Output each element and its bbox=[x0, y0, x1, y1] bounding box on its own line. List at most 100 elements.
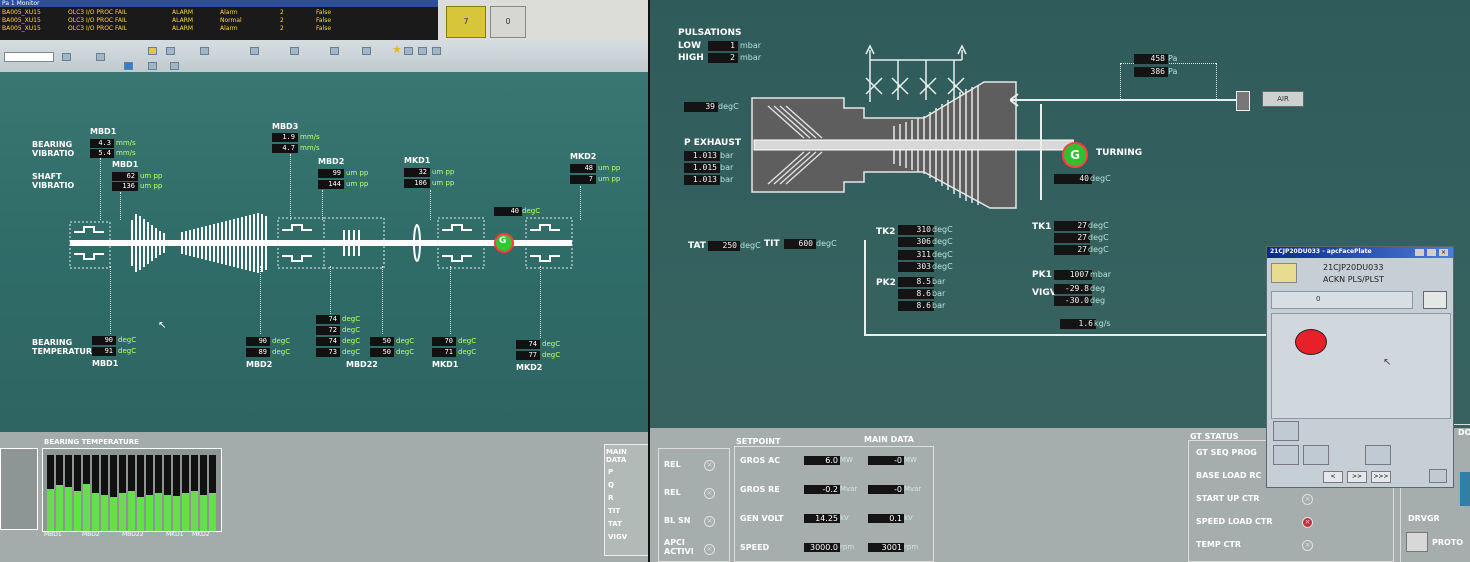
popup-cursor-icon: ↖ bbox=[1383, 357, 1392, 368]
flow-unit: kg/s bbox=[1094, 319, 1111, 328]
main-data-unit: MW bbox=[904, 456, 917, 464]
bearing-temp-bar-fill bbox=[119, 493, 126, 531]
alarm-tag: BA005_XU15 bbox=[2, 25, 41, 32]
high-label: HIGH bbox=[678, 53, 704, 63]
alarm-reset-button[interactable]: 0 bbox=[490, 6, 526, 38]
degc-unit: degC bbox=[932, 225, 953, 234]
toolbar-btn-10[interactable] bbox=[404, 47, 413, 55]
toolbar-btn-3[interactable] bbox=[148, 47, 157, 55]
minimize-icon[interactable] bbox=[1415, 249, 1424, 256]
generator-icon-left[interactable]: G bbox=[499, 236, 507, 246]
toolbar: ★ bbox=[0, 40, 648, 72]
popup-field[interactable]: 0 bbox=[1271, 291, 1413, 309]
rotor-shaft-diagram bbox=[69, 213, 573, 273]
gt-status-indicator-icon[interactable]: × bbox=[1302, 540, 1313, 551]
mbar-unit: mbar bbox=[740, 41, 762, 50]
bearing-temp-bar bbox=[92, 455, 99, 531]
popup-nav-next[interactable]: >>> bbox=[1371, 471, 1391, 483]
toolbar-btn-13[interactable] bbox=[124, 62, 133, 70]
generator-icon[interactable]: G bbox=[1062, 142, 1088, 168]
generator-label: G bbox=[1070, 148, 1080, 162]
bearing-temperature-label: BEARING TEMPERATUR bbox=[32, 338, 93, 356]
status-indicator-icon[interactable]: × bbox=[704, 544, 715, 555]
far-right-label: DO bbox=[1458, 428, 1470, 437]
toolbar-btn-4[interactable] bbox=[166, 47, 175, 55]
trend-icon[interactable] bbox=[1423, 291, 1447, 309]
p-exhaust-2: 1.015 bbox=[684, 163, 720, 173]
alarm-state: Normal bbox=[220, 17, 242, 24]
status-indicator-icon[interactable]: × bbox=[704, 460, 715, 471]
toolbar-btn-11[interactable] bbox=[418, 47, 427, 55]
vigv-label: VIGV bbox=[1032, 288, 1057, 298]
bearing-vibration-label: BEARING VIBRATIO bbox=[32, 140, 75, 158]
popup-btn-a[interactable] bbox=[1273, 421, 1299, 441]
close-icon[interactable]: × bbox=[1439, 249, 1448, 256]
alarm-row-3[interactable]: BA005_XU15 OLC3 I/O PROC FAIL ALARM Alar… bbox=[0, 25, 438, 32]
vib-unit: mm/s bbox=[300, 133, 320, 141]
toolbar-btn-5[interactable] bbox=[200, 47, 209, 55]
air-damper-icon[interactable] bbox=[1236, 91, 1250, 111]
status-indicator-icon[interactable]: × bbox=[704, 516, 715, 527]
popup-nav-mid[interactable]: >> bbox=[1347, 471, 1367, 483]
bar-unit: bar bbox=[932, 289, 946, 298]
status-indicator-icon[interactable]: × bbox=[704, 488, 715, 499]
star-icon[interactable]: ★ bbox=[392, 43, 402, 56]
popup-titlebar[interactable]: 21CJP20DU033 - apcFacePlate × bbox=[1267, 247, 1453, 258]
bearing-temp-bar-fill bbox=[155, 493, 162, 531]
vib-mbd1-b: 5.4 bbox=[90, 149, 114, 158]
alarm-type: ALARM bbox=[172, 9, 194, 16]
toolbar-btn-2[interactable] bbox=[96, 53, 105, 61]
air-inlet-box[interactable]: AIR bbox=[1262, 91, 1304, 107]
toolbar-btn-6[interactable] bbox=[250, 47, 259, 55]
toolbar-btn-12[interactable] bbox=[432, 47, 441, 55]
toolbar-btn-8[interactable] bbox=[330, 47, 339, 55]
bearing-temp-bar bbox=[155, 455, 162, 531]
bar-unit: bar bbox=[720, 151, 734, 160]
toolbar-dropdown[interactable] bbox=[4, 52, 54, 62]
main-data-row-label: P bbox=[608, 468, 614, 476]
temp-mbd2-b: 89 bbox=[246, 348, 270, 357]
alarm-ack-button[interactable]: 7 bbox=[446, 6, 486, 38]
temp-mid-4: 73 bbox=[316, 348, 340, 357]
toolbar-btn-14[interactable] bbox=[148, 62, 157, 70]
toolbar-btn-15[interactable] bbox=[170, 62, 179, 70]
folder-icon[interactable] bbox=[1271, 263, 1297, 283]
pa-unit: Pa bbox=[1168, 67, 1178, 76]
bearing-temp-bar-fill bbox=[137, 496, 144, 531]
toolbar-btn-9[interactable] bbox=[362, 47, 371, 55]
popup-nav-prev[interactable]: < bbox=[1323, 471, 1343, 483]
bar-chart-label: MBD1 bbox=[44, 531, 62, 538]
bar-chart-label: MBD2 bbox=[82, 531, 100, 538]
tit-value: 600 bbox=[784, 239, 816, 249]
gt-status-label: BASE LOAD RC bbox=[1196, 471, 1262, 480]
setpoint-row-label: SPEED bbox=[740, 543, 770, 552]
bearing-temp-bar bbox=[110, 455, 117, 531]
alarm-row-1[interactable]: BA005_XU15 OLC3 I/O PROC FAIL ALARM Alar… bbox=[0, 9, 438, 16]
popup-nav-mid-label: >> bbox=[1351, 473, 1363, 480]
low-label: LOW bbox=[678, 41, 701, 51]
far-right-indicator[interactable] bbox=[1460, 472, 1470, 506]
bearing-temp-bar bbox=[128, 455, 135, 531]
proto-button[interactable] bbox=[1406, 532, 1428, 552]
toolbar-btn-1[interactable] bbox=[62, 53, 71, 61]
screen-divider bbox=[648, 0, 650, 562]
popup-btn-c[interactable] bbox=[1303, 445, 1329, 465]
degc-unit: degC bbox=[542, 340, 561, 348]
popup-btn-d[interactable] bbox=[1365, 445, 1391, 465]
popup-help-icon[interactable] bbox=[1429, 469, 1447, 483]
bearing-temp-bar-fill bbox=[146, 495, 153, 531]
alarm-ack: False bbox=[316, 17, 332, 24]
mouse-cursor-icon: ↖ bbox=[158, 320, 167, 331]
setpoint-row-label: GEN VOLT bbox=[740, 514, 784, 523]
faceplate-popup[interactable]: 21CJP20DU033 - apcFacePlate × 21CJP20DU0… bbox=[1266, 246, 1454, 488]
maximize-icon[interactable] bbox=[1427, 249, 1436, 256]
alarm-row-2[interactable]: BA005_XU15 OLC3 I/O PROC FAIL ALARM Norm… bbox=[0, 17, 438, 24]
tk1-value-3: 27 bbox=[1054, 245, 1090, 255]
degc-unit: degC bbox=[932, 250, 953, 259]
popup-btn-b[interactable] bbox=[1273, 445, 1299, 465]
bearing-temp-bar bbox=[56, 455, 63, 531]
toolbar-btn-7[interactable] bbox=[290, 47, 299, 55]
gt-status-indicator-icon[interactable]: × bbox=[1302, 494, 1313, 505]
mbd2-bottom-label: MBD2 bbox=[246, 360, 273, 369]
gt-status-indicator-icon[interactable]: × bbox=[1302, 517, 1313, 528]
